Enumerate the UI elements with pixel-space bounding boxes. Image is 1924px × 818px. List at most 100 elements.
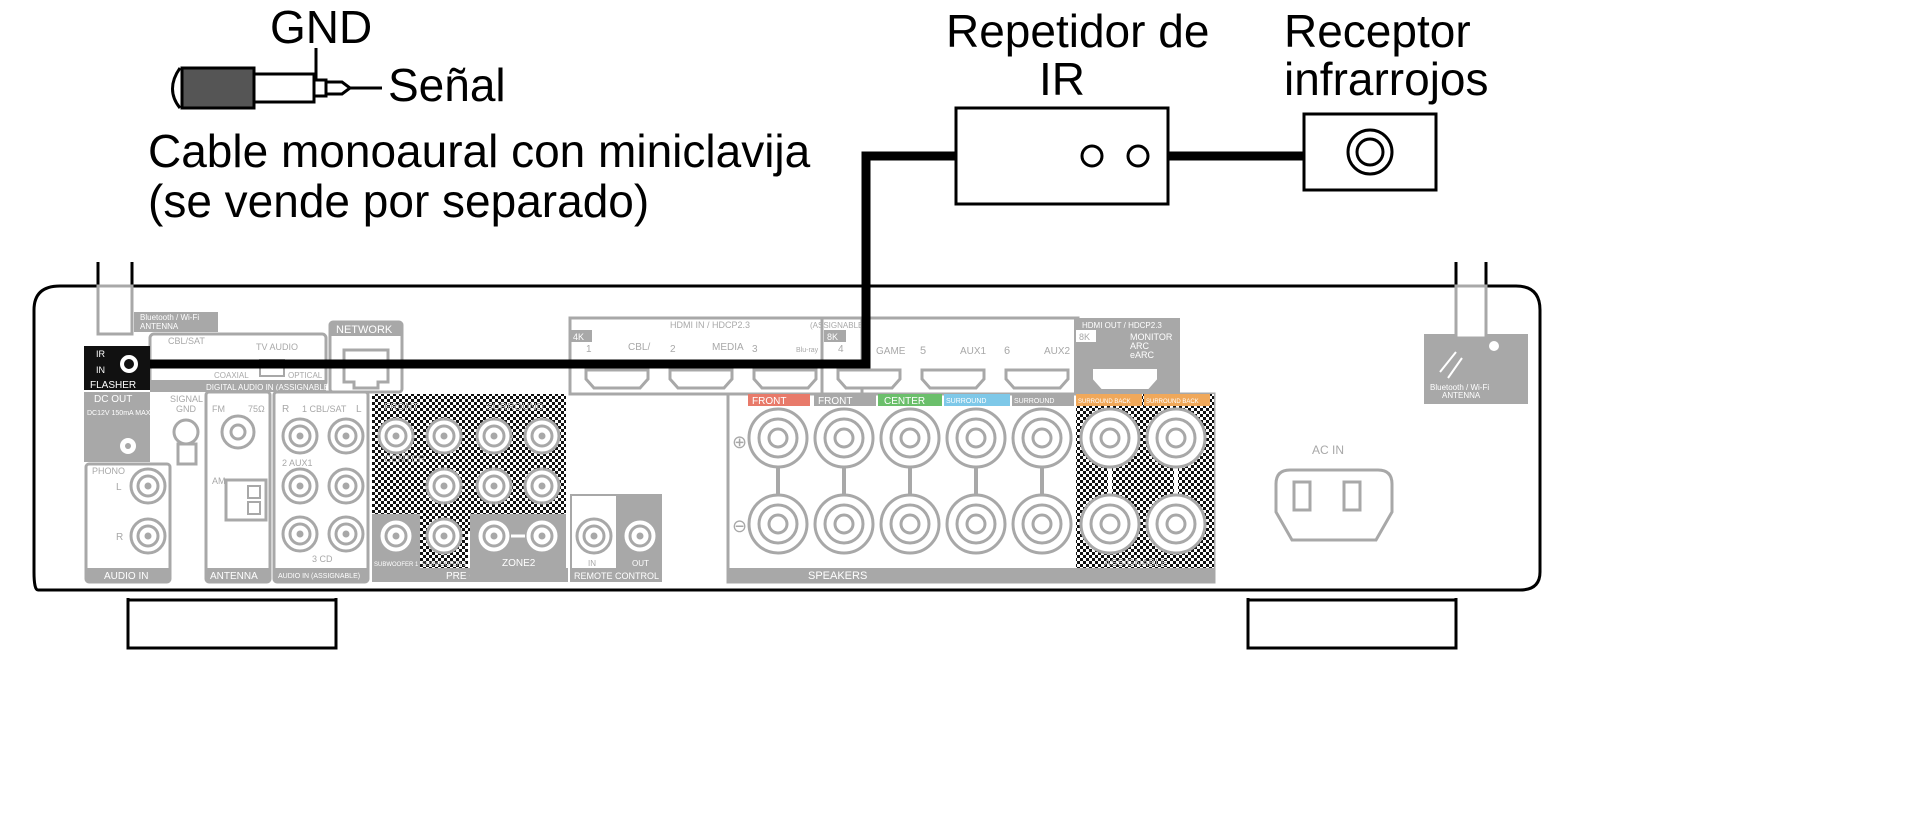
rca-jack-icon [475,467,513,505]
ac-in-inlet: AC IN [1274,443,1394,542]
svg-text:5: 5 [920,345,926,357]
svg-text:IN: IN [96,365,105,375]
svg-text:SUBWOOFER 1: SUBWOOFER 1 [374,562,419,568]
svg-text:CBL/: CBL/ [628,342,650,353]
antenna-terminals: FM 75Ω AM ANTENNA [204,390,272,584]
repeater-jack-icon [1080,144,1104,168]
svg-text:OPTICAL: OPTICAL [288,371,323,380]
rca-jack-icon [377,517,415,555]
rca-jack-icon [425,417,463,455]
svg-text:Blu-ray: Blu-ray [796,347,819,354]
signal-gnd-terminal: SIGNAL GND [170,394,203,466]
rca-jack-icon [129,517,167,555]
speaker-post-icon [1011,493,1073,555]
plug-body [180,66,256,110]
rca-jack-icon [475,417,513,455]
svg-text:CBL/SAT: CBL/SAT [168,336,205,346]
svg-text:FRONT: FRONT [384,402,418,413]
svg-text:AUDIO IN: AUDIO IN [104,571,148,582]
hdmi-out-port-icon [1093,369,1157,389]
hdmi-port-icon [920,368,986,390]
minus-icon: ⊖ [732,516,747,536]
cable-ir-in-to-repeater [150,151,956,369]
bt-wifi-antenna-left: Bluetooth / Wi-Fi ANTENNA [96,284,218,336]
svg-text:4K: 4K [573,332,584,342]
svg-text:3: 3 [752,344,758,355]
rca-jack-icon [523,517,561,555]
svg-text:HDMI IN / HDCP2.3: HDMI IN / HDCP2.3 [670,320,750,330]
rca-jack-icon [425,467,463,505]
svg-text:REMOTE CONTROL: REMOTE CONTROL [574,571,659,581]
svg-text:TV AUDIO: TV AUDIO [256,342,298,352]
svg-text:DIGITAL AUDIO IN (ASSIGNABLE): DIGITAL AUDIO IN (ASSIGNABLE) [206,383,332,392]
rca-jack-icon [281,515,319,553]
svg-text:R: R [116,532,123,543]
rca-jack-icon [425,517,463,555]
hdmi-port-icon [584,368,650,390]
svg-text:2 AUX1: 2 AUX1 [282,458,313,468]
svg-text:Bluetooth / Wi-Fi: Bluetooth / Wi-Fi [1430,383,1489,392]
svg-text:FLASHER: FLASHER [90,380,136,391]
svg-text:AC IN: AC IN [1312,443,1344,457]
svg-text:MONITOR: MONITOR [1130,332,1173,342]
speaker-post-icon [945,407,1007,469]
svg-text:HDMI OUT / HDCP2.3: HDMI OUT / HDCP2.3 [1082,321,1162,330]
svg-text:(ASSIGNABLE): (ASSIGNABLE) [810,321,866,330]
hdmi-port-icon [752,368,818,390]
speaker-post-icon [747,407,809,469]
svg-text:SURROUND: SURROUND [946,398,986,405]
rca-jack-icon [327,467,365,505]
repeater-jack-icon [1126,144,1150,168]
svg-text:Bluetooth / Wi-Fi: Bluetooth / Wi-Fi [140,313,199,322]
cable-caption-line1: Cable monoaural con miniclavija [148,125,811,177]
svg-text:GND: GND [176,404,197,414]
speaker-post-icon [1079,493,1141,555]
speaker-post-icon [1145,493,1207,555]
network-port: NETWORK [328,320,404,394]
svg-text:DC12V 150mA MAX.: DC12V 150mA MAX. [87,410,152,417]
svg-text:SURROUND: SURROUND [486,402,544,413]
mono-cable-illustration [171,48,382,110]
svg-text:AM: AM [212,476,226,486]
rca-jack-icon [327,515,365,553]
svg-text:AUX2: AUX2 [1044,346,1071,357]
svg-text:ANTENNA: ANTENNA [140,322,179,331]
hdmi-port-icon [668,368,734,390]
svg-text:PHONO: PHONO [92,466,125,476]
svg-text:R: R [282,404,289,415]
hdmi-port-icon [836,368,902,390]
svg-text:2: 2 [670,344,676,355]
receiver-eye-icon [1346,128,1394,176]
svg-text:1: 1 [586,344,592,355]
svg-text:ZONE2: ZONE2 [502,558,536,569]
rca-jack-icon [327,417,365,455]
ir-repeater-label-line2: IR [1039,53,1085,105]
rca-jack-icon [129,467,167,505]
svg-text:GAME: GAME [876,346,906,357]
phono-input: PHONO L R AUDIO IN [84,462,172,584]
svg-text:SURROUND BACK: SURROUND BACK [1146,399,1199,405]
svg-text:AUX1: AUX1 [960,346,987,357]
svg-text:6: 6 [1004,345,1010,357]
rca-jack-icon [281,467,319,505]
svg-text:ARC: ARC [1130,341,1150,351]
pre-out: FRONT SURROUND CENTER SUBWOOFER 1 SUBWOO… [372,394,568,582]
rca-jack-icon [281,417,319,455]
rca-jack-icon [621,517,659,555]
speaker-post-icon [1145,407,1207,469]
svg-text:ANTENNA: ANTENNA [1442,391,1481,400]
ir-repeater [954,106,1170,206]
signal-label: Señal [388,59,506,111]
svg-text:FRONT: FRONT [818,396,852,407]
hdmi-in-panel: HDMI IN / HDCP2.3 (ASSIGNABLE) 4K 8K 1 C… [568,316,1080,396]
gnd-label: GND [270,1,373,53]
svg-text:IR: IR [96,349,106,359]
svg-text:SURROUND BACK: SURROUND BACK [1078,399,1131,405]
svg-text:3 CD: 3 CD [312,554,333,564]
bt-wifi-antenna-right: Bluetooth / Wi-Fi ANTENNA [1424,284,1528,404]
hdmi-port-icon [1004,368,1070,390]
rca-jack-icon [475,517,513,555]
svg-text:SIGNAL: SIGNAL [170,394,203,404]
svg-text:4: 4 [838,344,844,355]
